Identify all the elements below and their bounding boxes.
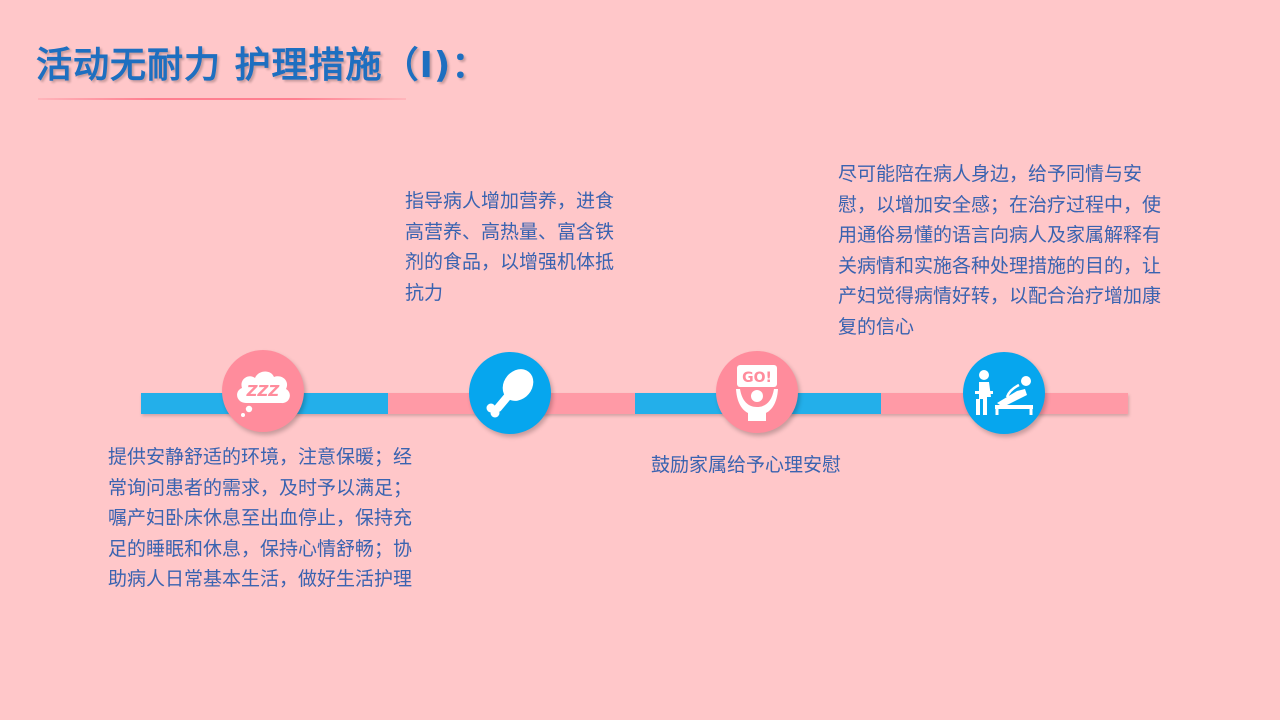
title-underline [38, 98, 406, 100]
node-2-text: 指导病人增加营养，进食高营养、高热量、富含铁剂的食品，以增强机体抵抗力 [405, 190, 615, 304]
node-4-text: 尽可能陪在病人身边，给予同情与安慰，以增加安全感；在治疗过程中，使用通俗易懂的语… [838, 163, 1162, 338]
node-3-icon-text: GO! [742, 370, 772, 386]
page-title: 活动无耐力 护理措施（I)： [36, 45, 489, 86]
sleep-cloud-zzz-icon: ZZZ [237, 371, 290, 417]
node-2-circle [469, 352, 551, 434]
patient-care-icon [975, 370, 1033, 415]
node-4-circle [963, 352, 1045, 434]
node-3-circle: GO! [716, 351, 798, 433]
go-cheer-icon: GO! [736, 365, 778, 421]
node-1-circle: ZZZ [222, 350, 304, 432]
drumstick-icon [486, 369, 534, 418]
node-1-icon-text: ZZZ [246, 382, 281, 400]
node-3-text: 鼓励家属给予心理安慰 [651, 454, 842, 476]
node-1-text: 提供安静舒适的环境，注意保暖；经常询问患者的需求，及时予以满足；嘱产妇卧床休息至… [108, 446, 413, 590]
